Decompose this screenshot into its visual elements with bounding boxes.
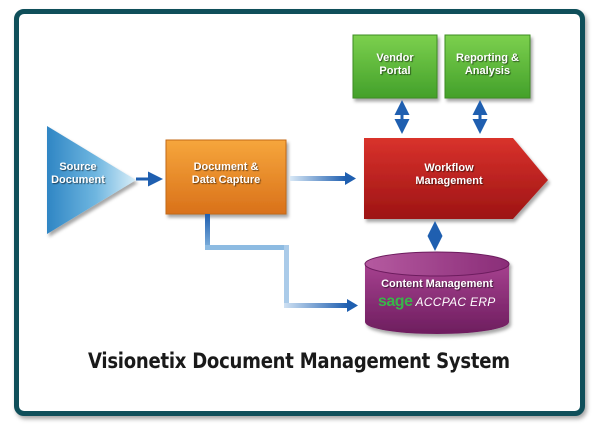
content-management-label: Content Management [381, 277, 493, 290]
vendor-portal-label: Vendor Portal [376, 52, 414, 77]
source-document-label: Source Document [51, 161, 105, 186]
arrow-capture-to-content-shaft [284, 303, 348, 308]
sage-logo-word: sage [378, 293, 413, 310]
vendor-box-shape [352, 34, 438, 99]
arrow-capture-to-content-vertical [205, 214, 210, 248]
arrow-capture-to-content-head [347, 299, 358, 312]
workflow-shape [364, 138, 548, 219]
arrow-capture-to-content-middle [205, 245, 287, 250]
page-title: Visionetix Document Management System [87, 349, 510, 373]
arrow-capture-to-workflow-head [345, 172, 356, 185]
sage-logo: sage ACCPAC ERP [378, 293, 496, 313]
reporting-box-shape [444, 34, 531, 99]
source-document-shape [47, 126, 136, 234]
capture-box-shape [165, 139, 287, 215]
workflow-label: Workflow Management [415, 162, 483, 187]
reporting-analysis-label: Reporting & Analysis [456, 52, 519, 77]
arrow-capture-to-content-drop [284, 245, 289, 305]
content-cylinder-shape [364, 251, 510, 334]
sage-logo-product: ACCPAC ERP [415, 295, 496, 309]
capture-label: Document & Data Capture [191, 161, 261, 186]
arrow-capture-to-workflow-shaft [290, 176, 346, 181]
